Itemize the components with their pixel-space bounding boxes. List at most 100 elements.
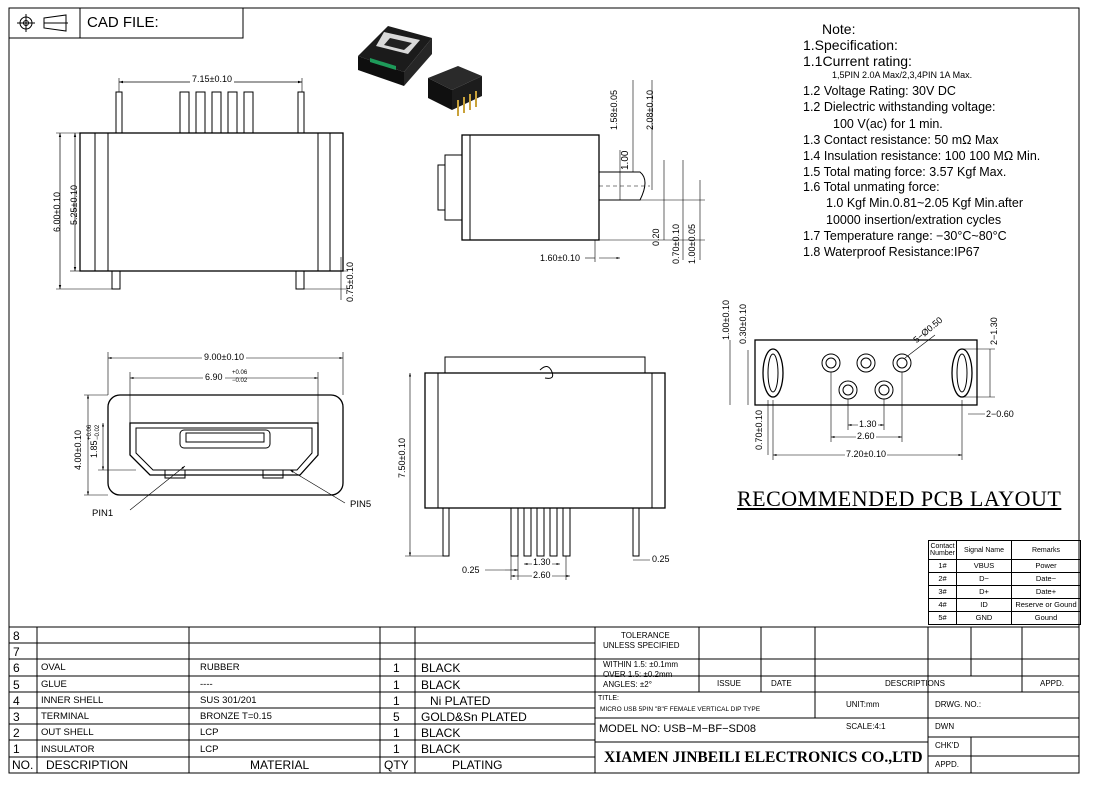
bom-no: 1	[13, 742, 20, 756]
table-row: 4# ID Reserve or Gound	[928, 598, 1081, 612]
bom-no: 8	[13, 629, 20, 643]
bottom-view	[405, 356, 666, 580]
tolerance-upper: +0.06	[87, 424, 93, 440]
bom-material: LCP	[200, 727, 219, 738]
dim-label: 0.70±0.10	[754, 410, 764, 450]
cell: ID	[956, 598, 1012, 612]
note-line: 1,5PIN 2.0A Max/2,3,4PIN 1A Max.	[832, 70, 973, 80]
bom-table-grid	[9, 626, 1079, 773]
note-line: 100 V(ac) for 1 min.	[833, 117, 943, 131]
signal-table-header: Contact Number Signal Name Remarks	[928, 540, 1081, 560]
bom-plating: BLACK	[421, 726, 461, 740]
bom-material: RUBBER	[200, 662, 240, 673]
col-header: Signal Name	[956, 540, 1012, 560]
bom-plating: BLACK	[421, 678, 461, 692]
cell: 1#	[928, 559, 957, 573]
bom-footer-material: MATERIAL	[250, 758, 310, 772]
tolerance-within: WITHIN 1.5: ±0.1mm	[603, 660, 679, 669]
model-no: MODEL NO: USB−M−BF−SD08	[599, 723, 757, 735]
bom-desc: INSULATOR	[41, 744, 95, 755]
bom-material: ----	[200, 679, 213, 690]
cell: 4#	[928, 598, 957, 612]
appd2-label: APPD.	[935, 760, 960, 769]
tolerance-angles: ANGLES: ±2°	[603, 680, 652, 689]
note-line: 1.Specification:	[803, 37, 898, 53]
bom-plating: BLACK	[421, 661, 461, 675]
bom-no: 2	[13, 726, 20, 740]
table-row: 3# D+ Date+	[928, 585, 1081, 599]
bom-no: 4	[13, 694, 20, 708]
bom-footer-description: DESCRIPTION	[46, 758, 129, 772]
dim-label: 0.25	[462, 565, 480, 575]
scale-label: SCALE:4:1	[846, 722, 886, 731]
connector-rubber-view	[358, 26, 432, 86]
cell: VBUS	[956, 559, 1012, 573]
dim-label: 0.30±0.10	[738, 304, 748, 344]
cell: GND	[956, 611, 1012, 625]
projection-symbol-icon	[17, 14, 68, 32]
bom-no: 5	[13, 678, 20, 692]
note-line: 1.7 Temperature range: −30°C~80°C	[803, 229, 1007, 243]
cell: 2#	[928, 572, 957, 586]
cell: Date+	[1011, 585, 1081, 599]
cell: 5#	[928, 611, 957, 625]
bom-desc: GLUE	[41, 679, 67, 690]
right-side-view	[437, 80, 705, 262]
bom-desc: INNER SHELL	[41, 695, 104, 706]
descriptions-label: DESCRIPTIONS	[885, 679, 946, 688]
appd-label: APPD.	[1040, 679, 1065, 688]
note-line: 1.2 Voltage Rating: 30V DC	[803, 84, 956, 98]
pcb-layout-title: RECOMMENDED PCB LAYOUT	[737, 486, 1062, 511]
drwg-no-label: DRWG. NO.:	[935, 700, 982, 709]
issue-label: ISSUE	[717, 679, 742, 688]
unit-label: UNIT:mm	[846, 700, 880, 709]
dim-label: 2.60	[532, 570, 552, 580]
dim-label: 1.00±0.05	[687, 224, 697, 264]
side-view	[56, 78, 348, 300]
dim-label: 1.30	[858, 419, 878, 429]
product-photo	[358, 26, 482, 116]
bom-no: 7	[13, 645, 20, 659]
company-name: XIAMEN JINBEILI ELECTRONICS CO.,LTD	[604, 749, 923, 766]
bom-material: SUS 301/201	[200, 695, 257, 706]
bom-desc: OVAL	[41, 662, 66, 673]
bom-qty: 1	[393, 661, 400, 675]
cell: Date−	[1011, 572, 1081, 586]
dim-label: 6.00±0.10	[52, 192, 62, 232]
bom-qty: 1	[393, 678, 400, 692]
cad-file-label: CAD FILE:	[87, 14, 159, 31]
col-header: Contact Number	[928, 540, 957, 560]
bom-qty: 5	[393, 710, 400, 724]
cell: Reserve or Gound	[1011, 598, 1081, 612]
note-line: 1.8 Waterproof Resistance:IP67	[803, 245, 980, 259]
bom-plating: GOLD&Sn PLATED	[421, 710, 527, 724]
dim-label: 9.00±0.10	[202, 352, 246, 362]
pin5-label: PIN5	[350, 499, 372, 510]
note-line: 1.6 Total unmating force:	[803, 180, 940, 194]
dim-label: 0.75±0.10	[345, 262, 355, 302]
dim-label: 0.70±0.10	[671, 224, 681, 264]
bom-material: LCP	[200, 744, 219, 755]
bom-footer-qty: QTY	[384, 758, 409, 772]
bom-material: BRONZE T=0.15	[200, 711, 272, 722]
tolerance-upper: +0.06	[232, 370, 248, 376]
note-line: 1.0 Kgf Min.0.81~2.05 Kgf Min.after	[826, 196, 1023, 210]
bom-desc: TERMINAL	[41, 711, 90, 722]
dim-label: 0.20	[651, 228, 661, 246]
dim-label: 2.08±0.10	[645, 90, 655, 130]
bom-footer-plating: PLATING	[452, 758, 503, 772]
note-line: 1.4 Insulation resistance: 100 100 MΩ Mi…	[803, 149, 1041, 163]
dim-label: 1.00±0.10	[721, 300, 731, 340]
signal-table: Contact Number Signal Name Remarks 1# VB…	[928, 540, 1081, 625]
tolerance-lower: −0.02	[232, 378, 248, 384]
table-row: 2# D− Date−	[928, 572, 1081, 586]
note-line: 1.1Current rating:	[803, 53, 912, 69]
dim-label: 7.50±0.10	[397, 438, 407, 478]
bom-plating: BLACK	[421, 742, 461, 756]
tolerance-lower: −0.02	[95, 424, 101, 440]
dim-label: 7.20±0.10	[845, 449, 887, 459]
dim-label: 1.58±0.05	[609, 90, 619, 130]
dim-label: 2−0.60	[986, 409, 1014, 419]
col-header: Remarks	[1011, 540, 1081, 560]
dim-label: 1.60±0.10	[540, 253, 580, 263]
